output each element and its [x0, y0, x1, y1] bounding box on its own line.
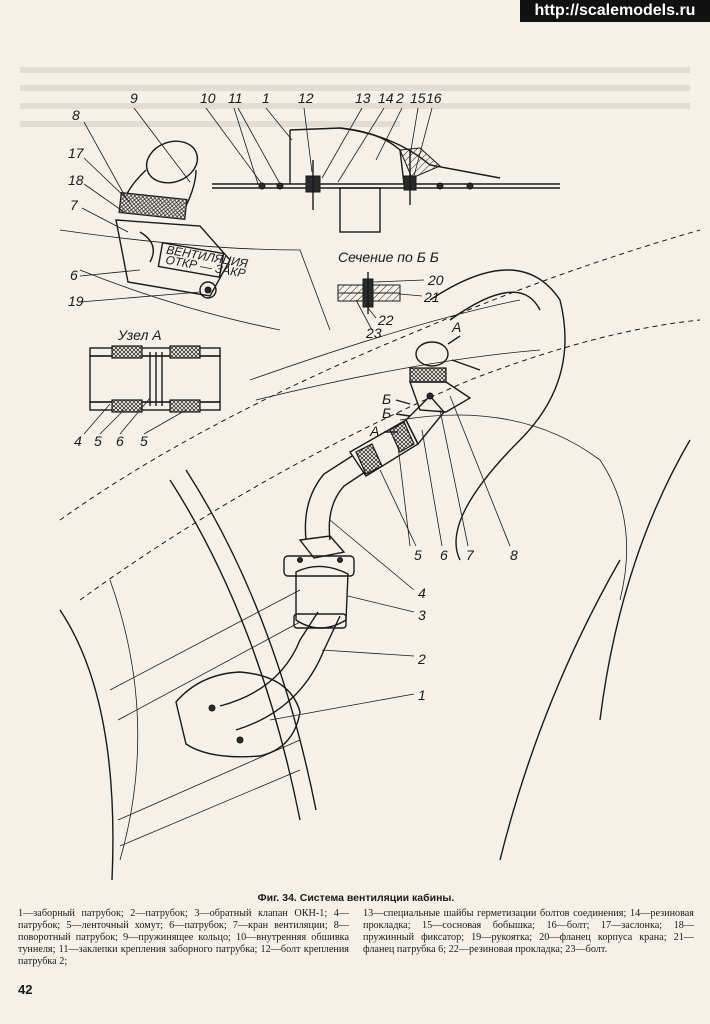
callout-2: 2 [395, 90, 404, 106]
callout-4-node: 4 [74, 433, 82, 449]
page-number: 42 [18, 982, 33, 997]
callout-16: 16 [426, 90, 442, 106]
section-bb-title: Сечение по Б Б [338, 249, 439, 265]
main-callouts: 5 6 7 8 4 3 2 1 [414, 547, 518, 703]
callout-15: 15 [410, 90, 426, 106]
callout-23: 23 [365, 325, 382, 341]
callout-6-node: 6 [116, 433, 124, 449]
ventilation-diagram: 9 10 11 1 12 13 14 2 15 16 ВЕНТИЛЯЦИЯ ОТ… [20, 67, 701, 881]
callout-8-left: 8 [72, 107, 80, 123]
callout-7-main: 7 [466, 547, 475, 563]
callout-7-left: 7 [70, 197, 79, 213]
node-a-drawing [83, 345, 221, 435]
figure-caption: Фиг. 34. Система вентиляции кабины. 1—за… [18, 892, 694, 968]
caption-left: 1—заборный патрубок; 2—патрубок; 3—обрат… [18, 908, 349, 967]
callout-13: 13 [355, 90, 371, 106]
callout-14: 14 [378, 90, 394, 106]
callout-12: 12 [298, 90, 314, 106]
callout-17: 17 [68, 145, 85, 161]
marker-b-1: Б [382, 391, 391, 407]
duct-routing [175, 335, 481, 758]
node-a-title: Узел А [117, 327, 162, 343]
node-a-callouts: Узел А 4 5 6 5 [74, 327, 162, 449]
callout-5-main: 5 [414, 547, 422, 563]
callout-9: 9 [130, 90, 138, 106]
caption-title: Фиг. 34. Система вентиляции кабины. [257, 892, 455, 904]
main-leaders [269, 395, 511, 721]
callout-21: 21 [423, 289, 440, 305]
caption-right: 13—специальные шайбы герметизации болтов… [363, 908, 694, 955]
watermark: http://scalemodels.ru [520, 0, 710, 22]
valve-assembly-drawing [59, 121, 331, 331]
callout-20: 20 [427, 272, 444, 288]
callout-18: 18 [68, 172, 84, 188]
callout-19: 19 [68, 293, 84, 309]
callout-8-main: 8 [510, 547, 518, 563]
valve-callouts: 8 17 18 7 6 19 [68, 107, 85, 309]
callout-6-left: 6 [70, 267, 78, 283]
callout-10: 10 [200, 90, 216, 106]
marker-a-bottom: А [369, 423, 379, 439]
top-section-callouts: 9 10 11 1 12 13 14 2 15 16 [130, 90, 442, 106]
callout-4-main: 4 [418, 585, 426, 601]
top-section-drawing [133, 107, 560, 233]
callout-5-node-a: 5 [94, 433, 102, 449]
callout-2-main: 2 [417, 651, 426, 667]
section-bb-callouts: Сечение по Б Б 20 21 22 23 [338, 249, 444, 341]
duct-markers: А Б Б А [369, 319, 461, 439]
callout-3-main: 3 [418, 607, 426, 623]
callout-22: 22 [377, 312, 394, 328]
callout-11: 11 [228, 90, 243, 106]
callout-1-main: 1 [418, 687, 426, 703]
section-bb-drawing [337, 272, 425, 331]
callout-1: 1 [262, 90, 270, 106]
marker-a-top: А [451, 319, 461, 335]
callout-6-main: 6 [440, 547, 448, 563]
marker-b-2: Б [382, 405, 391, 421]
callout-5-node-b: 5 [140, 433, 148, 449]
background-ghost-text [20, 67, 690, 127]
